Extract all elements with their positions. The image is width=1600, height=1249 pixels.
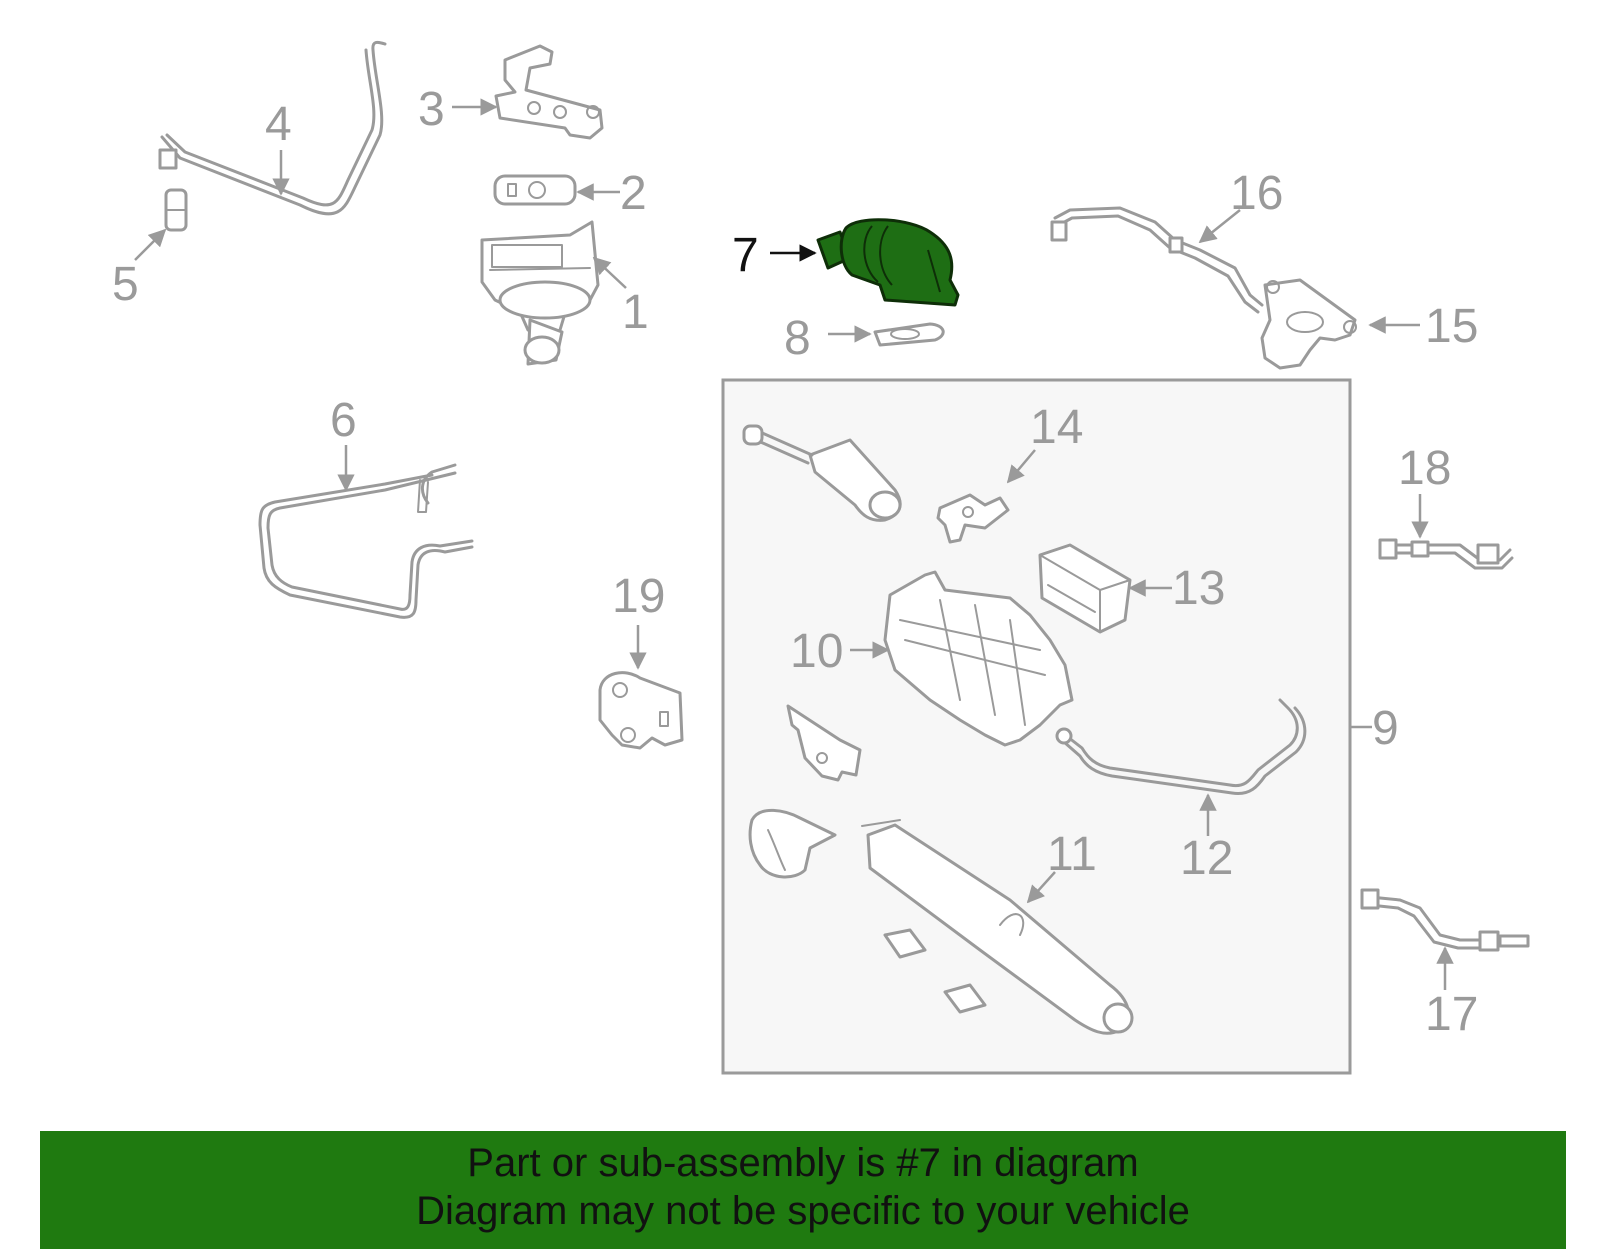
part-12-tube[interactable] [1055, 698, 1307, 796]
banner-line-1: Part or sub-assembly is #7 in diagram [467, 1141, 1139, 1185]
callout-5: 5 [112, 258, 139, 311]
callout-6: 6 [330, 394, 357, 447]
callout-12: 12 [1180, 832, 1233, 885]
callout-11: 11 [1047, 828, 1097, 881]
callout-17: 17 [1425, 988, 1478, 1041]
callout-2: 2 [620, 167, 647, 220]
part-3-bracket[interactable] [494, 44, 604, 140]
callout-9: 9 [1372, 702, 1399, 755]
callout-14: 14 [1030, 401, 1083, 454]
callout-13: 13 [1172, 562, 1225, 615]
part-4-tube[interactable] [158, 40, 387, 216]
part-18-sensor[interactable] [1378, 538, 1514, 570]
callout-4: 4 [265, 98, 292, 151]
part-11-canister[interactable] [861, 819, 1134, 1035]
sub-part-shield[interactable] [748, 808, 837, 879]
part-19-bracket[interactable] [598, 671, 684, 750]
part-14-sensor[interactable] [936, 493, 1010, 544]
callout-7: 7 [732, 229, 759, 282]
callout-10: 10 [790, 625, 843, 678]
sub-part-bracket-plate[interactable] [786, 704, 862, 782]
part-6-tube[interactable] [258, 463, 474, 619]
info-banner: Part or sub-assembly is #7 in diagram Di… [40, 1131, 1566, 1249]
banner-line-2: Diagram may not be specific to your vehi… [416, 1189, 1190, 1233]
part-1-air-pump[interactable] [480, 220, 600, 366]
part-7-highlighted[interactable] [816, 218, 960, 307]
callout-15: 15 [1425, 300, 1478, 353]
part-17-sensor[interactable] [1360, 888, 1530, 952]
callout-1: 1 [622, 286, 649, 339]
callout-8: 8 [784, 312, 811, 365]
part-13-module[interactable] [1038, 543, 1132, 634]
sub-part-actuator[interactable] [742, 424, 902, 522]
part-2-gasket[interactable] [493, 174, 577, 206]
callout-3: 3 [418, 83, 445, 136]
part-15-valve[interactable] [1260, 278, 1357, 370]
part-16-tube[interactable] [1050, 206, 1264, 314]
part-10-valve-body[interactable] [883, 570, 1074, 747]
part-8-gasket[interactable] [873, 322, 945, 347]
callout-19: 19 [612, 570, 665, 623]
callout-18: 18 [1398, 442, 1451, 495]
part-5-connector[interactable] [164, 188, 188, 232]
